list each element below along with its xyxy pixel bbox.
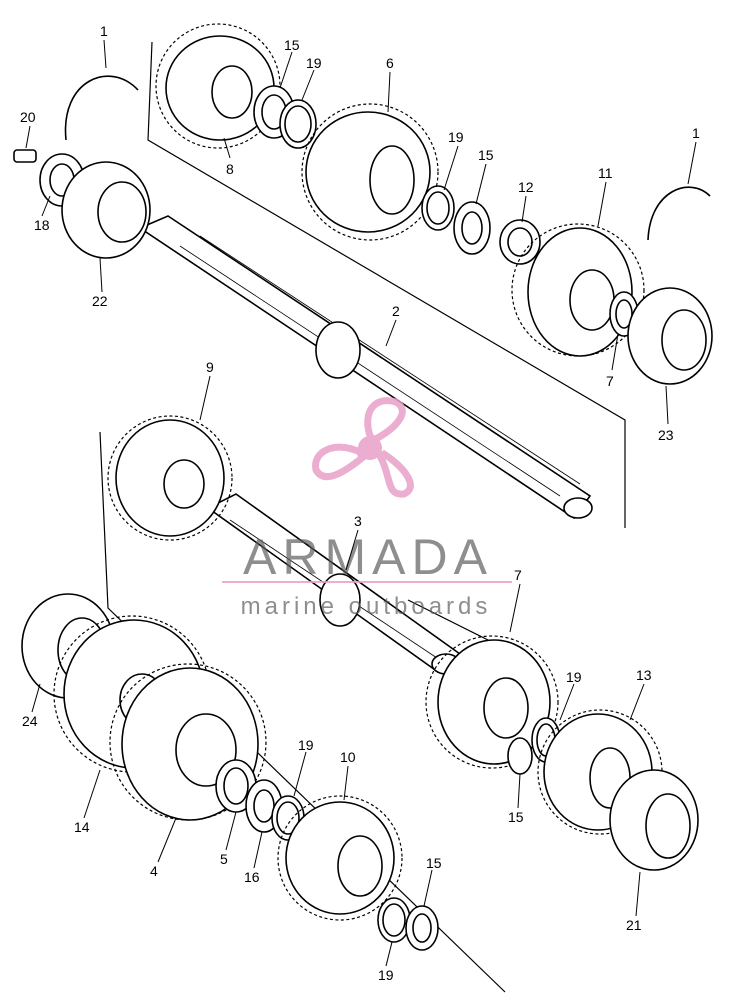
callout-15-mid: 15 [478, 147, 494, 163]
callout-11: 11 [598, 165, 613, 181]
washer-part-15-bottom [405, 905, 439, 951]
countershaft [138, 215, 593, 520]
callout-7-top: 7 [606, 373, 614, 389]
callout-9: 9 [206, 359, 214, 375]
callout-16: 16 [244, 869, 260, 885]
gear-part-8 [155, 23, 281, 149]
callout-13: 13 [636, 667, 652, 683]
callout-19-right: 19 [566, 669, 582, 685]
gear-part-7-lower [425, 635, 559, 769]
gear-part-11 [511, 223, 645, 357]
callout-24: 24 [22, 713, 38, 729]
armada-watermark: ARMADA marine outboards [222, 397, 512, 620]
callout-19-top: 19 [306, 55, 322, 71]
pin-part-20 [13, 149, 37, 163]
callout-12: 12 [518, 179, 534, 195]
callout-numbers: 1 8 15 19 6 19 15 12 11 1 20 18 22 2 7 2… [20, 23, 700, 983]
callout-10: 10 [340, 749, 356, 765]
watermark-brand: ARMADA [243, 529, 493, 585]
washer-part-15-right [507, 737, 533, 775]
callout-23: 23 [658, 427, 674, 443]
callout-21: 21 [626, 917, 642, 933]
gear-part-6 [301, 103, 439, 241]
watermark-tagline: marine outboards [241, 593, 492, 620]
callout-20: 20 [20, 109, 36, 125]
callout-8: 8 [226, 161, 234, 177]
callout-1-right: 1 [692, 125, 700, 141]
washer-part-15-mid [453, 201, 491, 255]
callout-2: 2 [392, 303, 400, 319]
circlip-part-1-left [64, 75, 139, 141]
propeller-logo [312, 397, 414, 498]
callout-5: 5 [220, 851, 228, 867]
callout-7-mid: 7 [514, 567, 522, 583]
callout-3: 3 [354, 513, 362, 529]
callout-1-top: 1 [100, 23, 108, 39]
callout-15-bottom: 15 [426, 855, 442, 871]
callout-4: 4 [150, 863, 158, 879]
circlip-part-19-bottom [377, 897, 411, 943]
leader-lines [25, 39, 697, 967]
callout-19-bottom: 19 [378, 967, 394, 983]
callout-19-mid: 19 [448, 129, 464, 145]
callout-18: 18 [34, 217, 50, 233]
circlip-part-1-right [647, 186, 711, 241]
gear-part-10 [277, 795, 403, 921]
bearing-part-23 [627, 287, 713, 385]
bushing-part-12 [499, 219, 541, 265]
callout-22: 22 [92, 293, 108, 309]
callout-14: 14 [74, 819, 90, 835]
gear-part-9 [107, 415, 233, 541]
bearing-part-21 [609, 769, 699, 871]
callout-19-low: 19 [298, 737, 314, 753]
callout-6: 6 [386, 55, 394, 71]
callout-15-top: 15 [284, 37, 300, 53]
bearing-part-22 [61, 161, 151, 259]
circlip-part-19-mid [421, 185, 455, 231]
circlip-part-19-top [279, 99, 317, 149]
callout-15-right: 15 [508, 809, 524, 825]
